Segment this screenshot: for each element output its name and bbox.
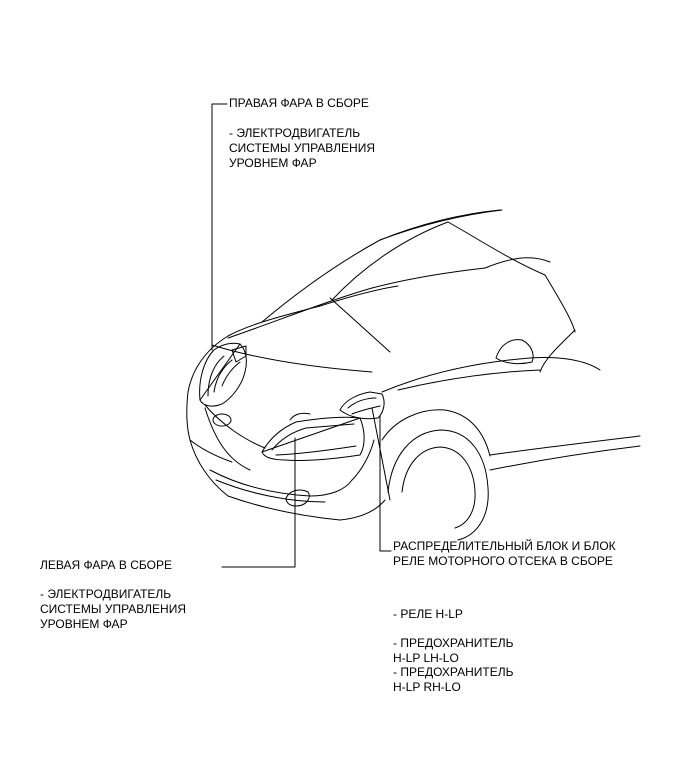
right-headlight-item-line3: УРОВНЕМ ФАР	[229, 156, 317, 170]
leader-left-headlight	[221, 437, 296, 568]
left-headlight-illustration	[261, 412, 365, 462]
right-headlight-illustration	[199, 342, 247, 407]
car-body-outline	[186, 209, 641, 541]
right-headlight-title: ПРАВАЯ ФАРА В СБОРЕ	[229, 96, 369, 110]
relay-block-illustration	[339, 391, 385, 420]
relay-block-title-line2: РЕЛЕ МОТОРНОГО ОТСЕКА В СБОРЕ	[393, 554, 613, 568]
leader-relay-block	[379, 415, 392, 552]
right-headlight-item-line2: СИСТЕМЫ УПРАВЛЕНИЯ	[229, 141, 376, 155]
leader-right-headlight	[211, 103, 228, 351]
left-headlight-item-line3: УРОВНЕМ ФАР	[40, 617, 128, 631]
left-headlight-item-line2: СИСТЕМЫ УПРАВЛЕНИЯ	[40, 602, 187, 616]
leader-lines	[211, 103, 392, 568]
relay-h-lp: - РЕЛЕ H-LP	[393, 607, 463, 621]
left-headlight-title: ЛЕВАЯ ФАРА В СБОРЕ	[40, 558, 172, 572]
left-headlight-item-line1: - ЭЛЕКТРОДВИГАТЕЛЬ	[40, 587, 172, 601]
fuse-rh-lo-line1: - ПРЕДОХРАНИТЕЛЬ	[393, 665, 514, 679]
right-headlight-item-line1: - ЭЛЕКТРОДВИГАТЕЛЬ	[229, 126, 361, 140]
fuse-lh-lo-line1: - ПРЕДОХРАНИТЕЛЬ	[393, 636, 514, 650]
fuse-rh-lo-line2: H-LP RH-LO	[393, 680, 461, 694]
relay-block-title-line1: РАСПРЕДЕЛИТЕЛЬНЫЙ БЛОК И БЛОК	[393, 539, 616, 553]
fuse-lh-lo-line2: H-LP LH-LO	[393, 651, 459, 665]
